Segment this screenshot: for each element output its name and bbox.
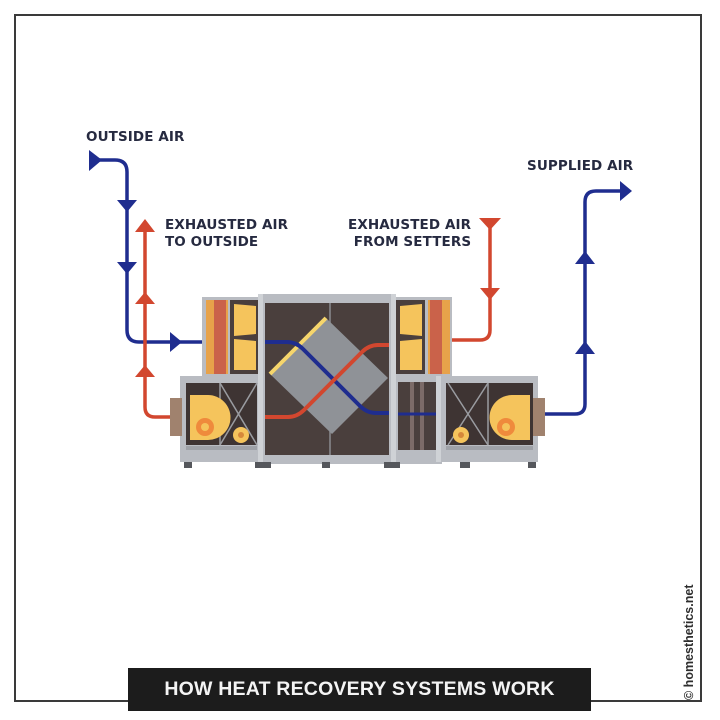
arrow-down	[117, 200, 137, 212]
exhausted-air-from-setters-flow	[452, 218, 501, 342]
arrow-down	[117, 262, 137, 274]
exhausted-air-to-outside-flow	[135, 219, 170, 419]
exhausted-air-from-setters-label: EXHAUSTED AIR FROM SETTERS	[348, 217, 472, 250]
diagram-title: HOW HEAT RECOVERY SYSTEMS WORK	[164, 678, 555, 700]
unit-frame-posts	[258, 294, 441, 462]
internal-flows	[265, 340, 440, 419]
unit-base	[180, 456, 538, 468]
supplied-air-flow	[545, 181, 632, 416]
outside-air-flow	[89, 150, 202, 352]
arrow-up	[135, 292, 155, 304]
internal-cold-flow	[265, 340, 389, 415]
arrow-up	[135, 365, 155, 377]
arrow-up	[575, 341, 595, 354]
internal-warm-flow	[265, 343, 389, 419]
outside-air-label: OUTSIDE AIR	[86, 129, 185, 145]
arrow-down	[480, 288, 500, 300]
arrow-down	[479, 218, 501, 230]
air-handling-unit	[170, 294, 545, 468]
filter-panel	[234, 339, 256, 370]
exhaust-fan-module	[170, 376, 262, 456]
exhaust-outlet	[170, 398, 182, 436]
bypass-damper-module	[392, 376, 442, 464]
filter-panel	[400, 339, 422, 370]
right-filter-module	[392, 297, 452, 377]
left-filter-module	[202, 297, 262, 377]
supplied-air-label: SUPPLIED AIR	[527, 158, 634, 174]
title-banner: HOW HEAT RECOVERY SYSTEMS WORK	[128, 668, 591, 711]
arrow-up	[575, 251, 595, 264]
exhausted-air-to-outside-label: EXHAUSTED AIR TO OUTSIDE	[165, 217, 289, 250]
arrow-right	[170, 332, 182, 352]
arrow-head	[89, 150, 102, 171]
heat-exchanger-module	[258, 294, 396, 464]
supply-fan-module	[440, 376, 545, 456]
supply-outlet	[533, 398, 545, 436]
filter-panel	[234, 304, 256, 336]
arrow-head	[620, 181, 632, 201]
filter-panel	[400, 304, 422, 336]
arrow-up	[135, 219, 155, 232]
copyright-credit: © homesthetics.net	[682, 584, 696, 701]
